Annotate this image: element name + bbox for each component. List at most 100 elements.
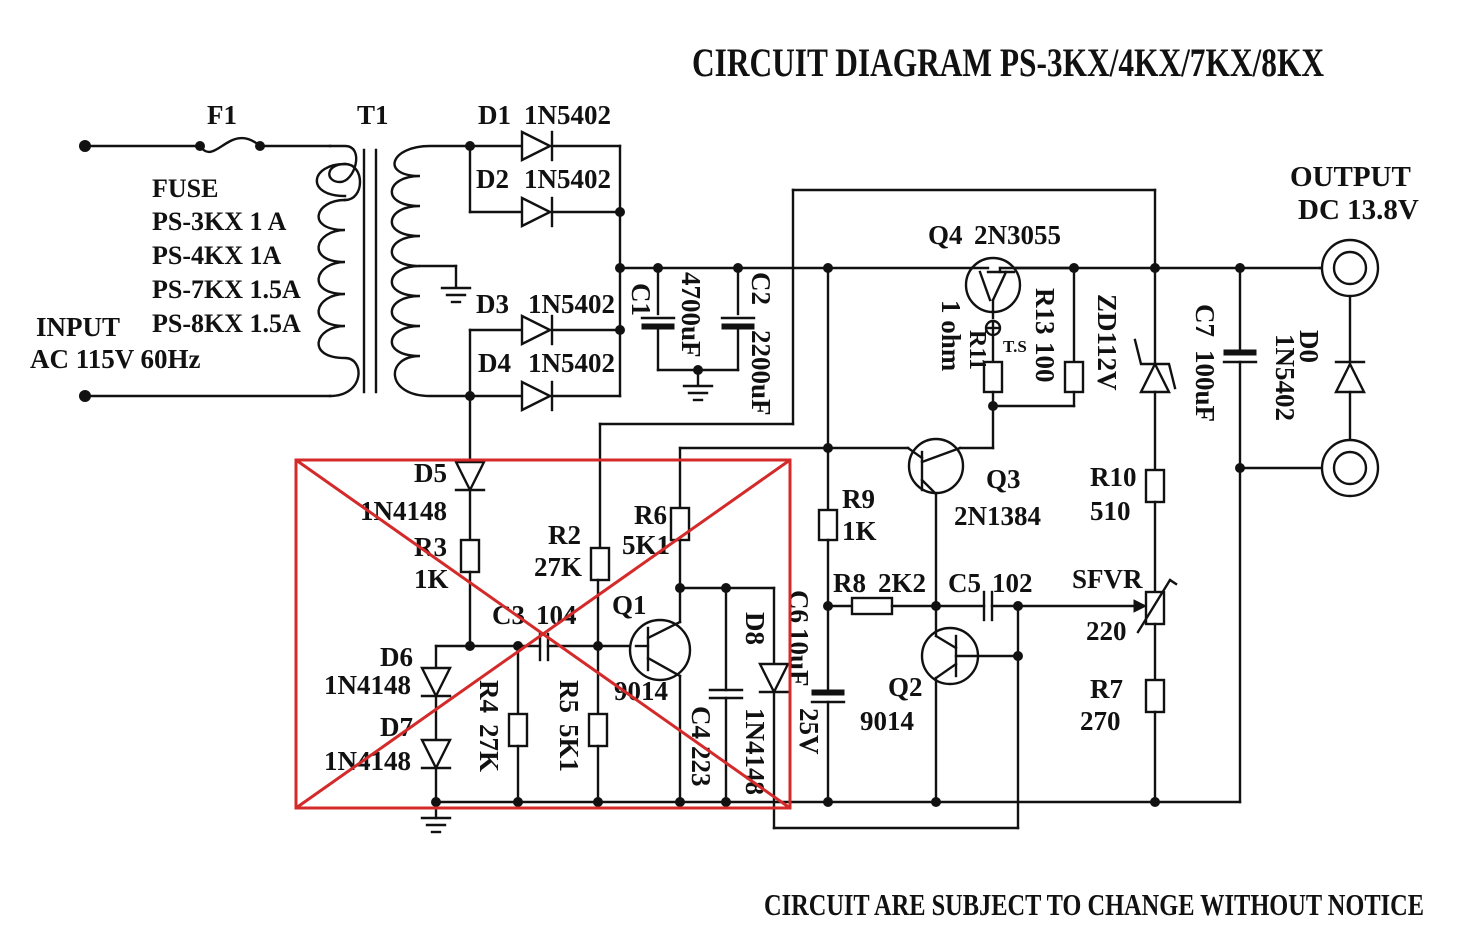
r2-value: 27K bbox=[534, 552, 582, 582]
r8-ref: R8 bbox=[833, 568, 866, 598]
r4-value: 27K bbox=[474, 724, 504, 772]
r9-value: 1K bbox=[842, 516, 877, 546]
c3-ref: C3 bbox=[492, 600, 525, 630]
diode-d5 bbox=[454, 460, 486, 493]
q3-value: 2N1384 bbox=[954, 501, 1041, 531]
resistor-r10 bbox=[1144, 468, 1166, 504]
sfvr-ref: SFVR bbox=[1072, 564, 1143, 594]
q3-ref: Q3 bbox=[986, 464, 1021, 494]
diode-d3 bbox=[520, 314, 554, 346]
r10-ref: R10 bbox=[1090, 462, 1137, 492]
transistor-q1 bbox=[628, 618, 692, 682]
input-label: INPUT bbox=[36, 312, 120, 342]
r3-value: 1K bbox=[414, 564, 449, 594]
fuse-row: PS-3KX 1 A bbox=[152, 207, 287, 236]
diode-d7 bbox=[420, 738, 452, 771]
d1-ref: D1 bbox=[478, 100, 511, 130]
resistor-r8 bbox=[850, 596, 894, 616]
d7-value: 1N4148 bbox=[324, 746, 411, 776]
filter-capacitors: C1 4700uF C2 2200uF bbox=[618, 263, 1322, 416]
r9-ref: R9 bbox=[842, 484, 875, 514]
d2-value: 1N5402 bbox=[524, 164, 611, 194]
c7-ref: C7 bbox=[1190, 304, 1220, 337]
r11-value: 1 ohm bbox=[936, 300, 966, 372]
zd1-value: 12V bbox=[1092, 344, 1122, 391]
output-label: OUTPUT bbox=[1290, 161, 1411, 193]
transformer-t1: T1 bbox=[315, 100, 472, 398]
q4-value: 2N3055 bbox=[974, 220, 1061, 250]
sfvr-value: 220 bbox=[1086, 616, 1127, 646]
input-voltage: AC 115V 60Hz bbox=[30, 344, 201, 374]
q2-ref: Q2 bbox=[888, 672, 923, 702]
d6-ref: D6 bbox=[380, 642, 413, 672]
r5-ref: R5 bbox=[554, 680, 584, 713]
q2-value: 9014 bbox=[860, 706, 914, 736]
d8-ref: D8 bbox=[740, 612, 770, 645]
resistor-r3 bbox=[459, 538, 481, 574]
resistor-r9 bbox=[817, 508, 839, 542]
c1-ref: C1 bbox=[626, 283, 656, 316]
c1-value: 4700uF bbox=[676, 272, 706, 358]
fuse-heading: FUSE bbox=[152, 174, 218, 203]
output-voltage: DC 13.8V bbox=[1298, 194, 1419, 226]
c4-ref: C4 bbox=[686, 706, 716, 739]
fuse-row: PS-7KX 1.5A bbox=[152, 275, 301, 304]
d3-value: 1N5402 bbox=[528, 289, 615, 319]
fuse-row: PS-4KX 1A bbox=[152, 241, 282, 270]
input-terminal-top bbox=[79, 140, 91, 152]
c5-ref: C5 bbox=[948, 568, 981, 598]
resistor-r7 bbox=[1144, 678, 1166, 714]
c2-ref: C2 bbox=[746, 272, 776, 305]
r11-ref: R11 bbox=[964, 330, 990, 370]
cross-out-mark bbox=[294, 458, 792, 810]
d4-ref: D4 bbox=[478, 348, 511, 378]
diode-d6 bbox=[420, 666, 452, 699]
resistor-r2 bbox=[589, 546, 611, 582]
r10-value: 510 bbox=[1090, 496, 1131, 526]
transistor-q3 bbox=[907, 437, 965, 495]
transformer-ref: T1 bbox=[357, 100, 389, 130]
fuse-row: PS-8KX 1.5A bbox=[152, 309, 301, 338]
c2-value: 2200uF bbox=[746, 330, 776, 416]
diode-d0 bbox=[1334, 361, 1366, 394]
protection-circuit: D5 1N4148 R3 1K R2 27K R6 5K1 Q1 9014 C3… bbox=[324, 422, 1242, 834]
output-stage: Q4 2N3055 1 ohm R11 T.S R13 100 ZD1 12V … bbox=[928, 161, 1419, 804]
resistor-r13 bbox=[1063, 360, 1085, 394]
d5-ref: D5 bbox=[414, 458, 447, 488]
diode-d4 bbox=[520, 380, 554, 412]
r13-value: 100 bbox=[1030, 342, 1060, 383]
r7-ref: R7 bbox=[1090, 674, 1123, 704]
d2-ref: D2 bbox=[476, 164, 509, 194]
d6-value: 1N4148 bbox=[324, 670, 411, 700]
c6-voltage: 25V bbox=[794, 708, 824, 755]
bridge-rectifier: D1 1N5402 D2 1N5402 D3 1N5402 D4 1N5402 bbox=[465, 100, 625, 464]
d0-value: 1N5402 bbox=[1270, 334, 1300, 421]
d0-ref: D0 bbox=[1294, 330, 1324, 363]
q1-ref: Q1 bbox=[612, 590, 647, 620]
diode-d2 bbox=[520, 196, 554, 228]
diode-d1 bbox=[520, 130, 554, 162]
d8-value: 1N4148 bbox=[740, 708, 770, 795]
r11-note: T.S bbox=[1003, 337, 1027, 356]
d1-value: 1N5402 bbox=[524, 100, 611, 130]
d5-value: 1N4148 bbox=[360, 496, 447, 526]
resistor-r6 bbox=[669, 506, 691, 542]
c5-value: 102 bbox=[992, 568, 1033, 598]
fuse-ref: F1 bbox=[207, 100, 237, 130]
zener-zd1 bbox=[1139, 361, 1171, 394]
r13-ref: R13 bbox=[1030, 288, 1060, 335]
input-terminal-bottom bbox=[79, 390, 91, 402]
trimmer-sfvr bbox=[1144, 590, 1166, 626]
r8-value: 2K2 bbox=[878, 568, 926, 598]
zd1-ref: ZD1 bbox=[1092, 294, 1122, 345]
resistor-r4 bbox=[507, 712, 529, 748]
r2-ref: R2 bbox=[548, 520, 581, 550]
resistor-r5 bbox=[587, 712, 609, 748]
r7-value: 270 bbox=[1080, 706, 1121, 736]
footer-notice: CIRCUIT ARE SUBJECT TO CHANGE WITHOUT NO… bbox=[764, 887, 1424, 922]
regulator-section: R9 1K R8 2K2 C6 10uF 25V Q3 2N1384 C5 10… bbox=[598, 188, 1178, 830]
r6-ref: R6 bbox=[634, 500, 667, 530]
r5-value: 5K1 bbox=[554, 724, 584, 772]
